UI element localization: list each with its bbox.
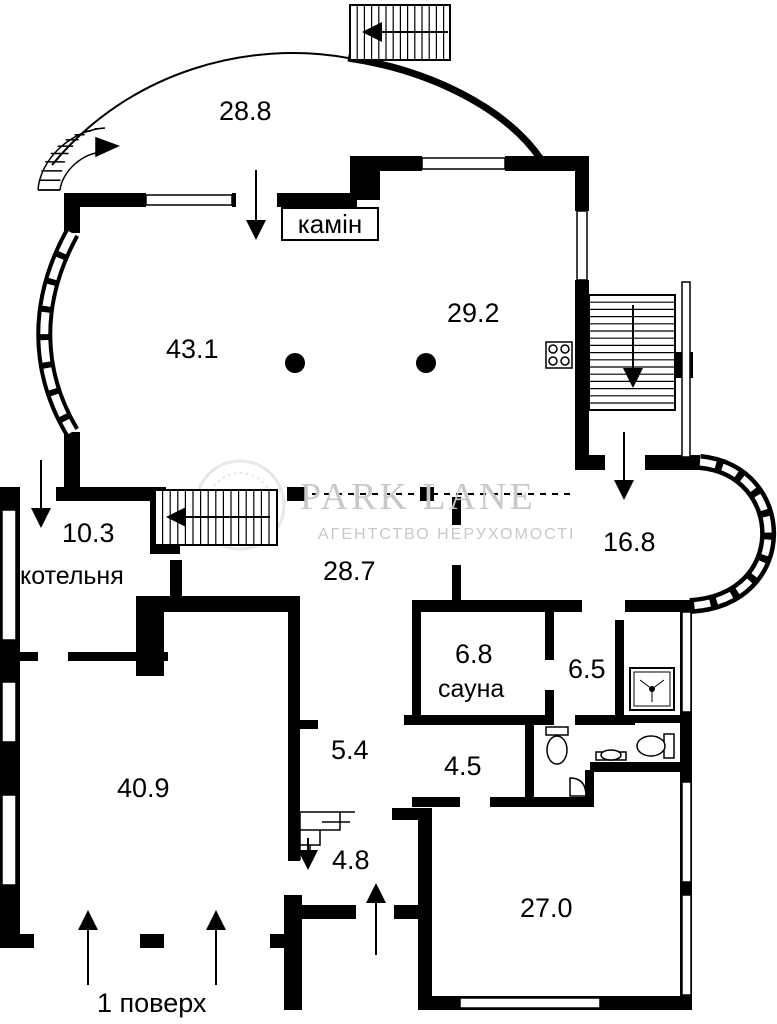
windows (1, 157, 692, 1009)
bay-glass (689, 458, 772, 610)
room-area-terrace: 28.8 (219, 96, 272, 126)
sink-icon (595, 749, 627, 761)
room-area-wc: 4.5 (444, 751, 482, 781)
spiral-stair-icon (37, 127, 120, 191)
room-area-kitchen: 29.2 (447, 298, 500, 328)
watermark-brand: PARK LANE (300, 476, 536, 518)
room-name-boiler: котельня (20, 562, 124, 590)
room-area-shower: 6.5 (568, 654, 606, 684)
fireplace-box (281, 207, 379, 241)
stair-icon (154, 489, 278, 546)
room-area-round-room: 16.8 (603, 527, 656, 557)
toilet-icon (636, 733, 675, 759)
room-area-living: 43.1 (166, 334, 219, 364)
stair-icon (298, 811, 355, 870)
room-name-sauna: сауна (438, 675, 505, 703)
bay-wall (689, 454, 777, 614)
room-area-corridor: 5.4 (331, 735, 369, 765)
shower-tray-icon (629, 667, 675, 711)
room-area-garage: 27.0 (520, 893, 573, 923)
sink-icon (569, 777, 587, 797)
stair-icon (588, 281, 691, 458)
room-area-stair-hall: 4.8 (332, 845, 370, 875)
room-area-hall: 28.7 (323, 556, 376, 586)
floor-label: 1 поверх (97, 988, 207, 1018)
watermark-subtitle: АГЕНТСТВО НЕРУХОМОСТІ (318, 526, 576, 543)
stair-icon (349, 4, 451, 61)
room-area-sauna: 6.8 (455, 639, 493, 669)
column-icon (285, 353, 305, 373)
stove-icon (545, 341, 573, 369)
room-area-boiler: 10.3 (62, 518, 115, 548)
column-icon (416, 353, 436, 373)
toilet-icon (545, 726, 569, 765)
room-area-big-room: 40.9 (117, 773, 170, 803)
fireplace-label: камін (298, 209, 362, 239)
curved-window-glass (40, 231, 76, 435)
terrace-arc-wall (347, 54, 543, 161)
